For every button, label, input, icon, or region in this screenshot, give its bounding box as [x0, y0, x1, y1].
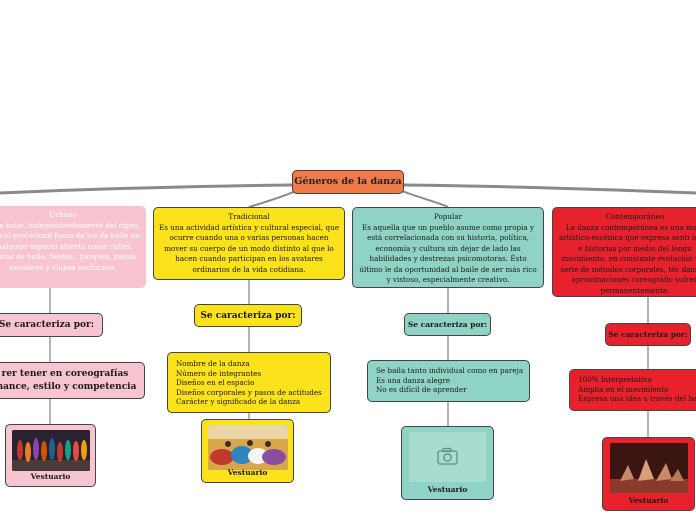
trait-item: Se baila tanto individual como en pareja: [376, 366, 521, 376]
trait-item: Amplia en el movimiento: [578, 385, 696, 395]
trait-item: Es una danza alegre: [376, 376, 521, 386]
trait-item: Carácter y significado de la danza: [176, 397, 322, 407]
topic-title: Popular: [358, 212, 538, 223]
topic-tradicional[interactable]: Tradicional Es una actividad artística y…: [153, 207, 345, 280]
image-placeholder: [409, 432, 486, 482]
trait-item: Diseños en el espacio: [176, 378, 322, 388]
topic-description: Es una actividad artística y cultural es…: [159, 223, 339, 274]
topic-description: La danza contemporánea es una mani artís…: [559, 223, 696, 295]
topic-description: Es aquella que un pueblo asume como prop…: [359, 223, 536, 285]
trait-item: No es difícil de aprender: [376, 385, 521, 395]
topic-contemporaneo[interactable]: Contemporáneo La danza contemporánea es …: [552, 207, 696, 297]
trait-item: Expresa una idea a través del ba: [578, 394, 696, 404]
trait-item: Número de integrantes: [176, 369, 322, 379]
trait-item: Diseños corporales y pasos de actitudes: [176, 388, 322, 398]
dancers-photo-image: [610, 443, 688, 493]
topic-popular[interactable]: Popular Es aquella que un pueblo asume c…: [352, 207, 544, 288]
topic-title: Urbano: [0, 210, 141, 221]
topic-urbano[interactable]: Urbano lo de baile, independientemente d…: [0, 206, 146, 288]
urbano-caracteriza[interactable]: Se caracteriza por:: [0, 313, 103, 337]
contemporaneo-caracteriza[interactable]: Se caracteriza por:: [605, 323, 691, 346]
trait-item: 100% Interpretativa: [578, 375, 696, 385]
vestuario-label: Vestuario: [6, 472, 95, 481]
dancers-photo-image: [12, 430, 90, 471]
vestuario-label: Vestuario: [402, 485, 493, 494]
root-topic[interactable]: Géneros de la danza: [292, 170, 404, 194]
camera-icon: [409, 432, 486, 482]
dancers-photo-image: [208, 425, 288, 470]
contemporaneo-vestuario[interactable]: Vestuario: [602, 437, 695, 511]
trait-item: Nombre de la danza: [176, 359, 322, 369]
popular-traits[interactable]: Se baila tanto individual como en pareja…: [367, 360, 530, 402]
topic-title: Tradicional: [159, 212, 339, 223]
urbano-traits[interactable]: rer tener en coreografías mance, estilo …: [0, 362, 145, 399]
popular-vestuario[interactable]: Vestuario: [401, 426, 494, 500]
topic-title: Contemporáneo: [558, 212, 696, 223]
vestuario-label: Vestuario: [603, 496, 694, 505]
tradicional-vestuario[interactable]: Vestuario: [201, 419, 294, 483]
topic-description: lo de baile, independientemente del rige…: [0, 221, 140, 272]
tradicional-caracteriza[interactable]: Se caracteriza por:: [194, 304, 302, 327]
popular-caracteriza[interactable]: Se caracteriza por:: [404, 313, 491, 336]
contemporaneo-traits[interactable]: 100% Interpretativa Amplia en el movimie…: [569, 369, 696, 411]
urbano-vestuario[interactable]: Vestuario: [5, 424, 96, 487]
vestuario-label: Vestuario: [202, 468, 293, 477]
tradicional-traits[interactable]: Nombre de la danza Número de integrantes…: [167, 352, 331, 413]
